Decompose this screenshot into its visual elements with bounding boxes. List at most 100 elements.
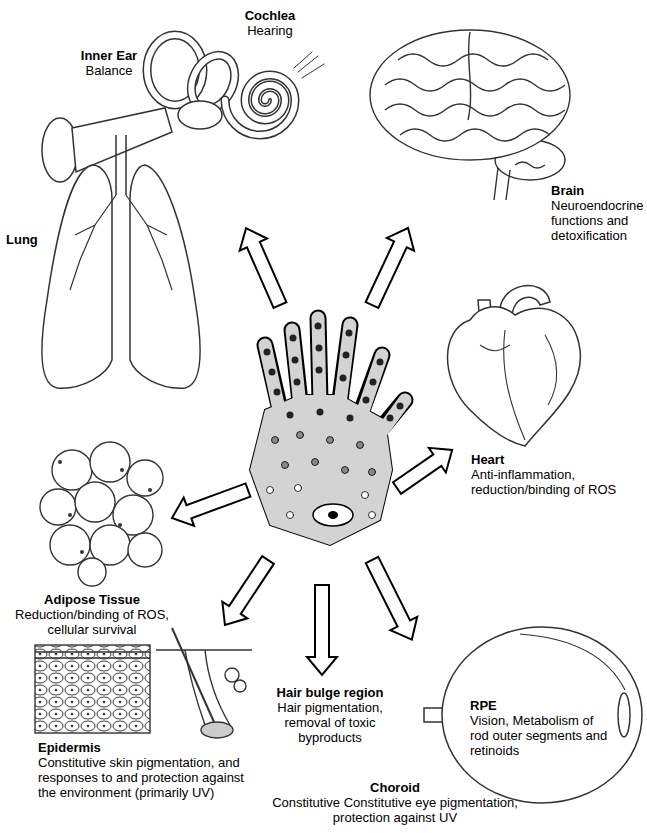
organ-name: Inner Ear <box>72 48 146 63</box>
organ-function: Reduction/binding of ROS, cellular survi… <box>14 607 170 637</box>
melanocyte-drawing <box>274 389 281 396</box>
organ-label: Adipose TissueReduction/binding of ROS, … <box>14 592 170 637</box>
brain-drawing <box>370 30 570 160</box>
heart-drawing <box>480 330 525 440</box>
melanocyte-drawing <box>269 369 276 376</box>
melanocyte-drawing <box>287 512 294 519</box>
organ-name: Epidermis <box>38 740 253 755</box>
melanocyte-drawing <box>369 469 376 476</box>
skin-drawing <box>156 649 252 650</box>
skin-drawing <box>35 652 150 658</box>
heart-drawing <box>448 286 581 446</box>
melanocyte-drawing <box>318 318 320 404</box>
brain-drawing <box>468 32 471 120</box>
melanocyte-drawing <box>297 432 304 439</box>
melanocyte-drawing <box>315 323 322 330</box>
melanocyte-drawing <box>370 379 377 386</box>
organ-function: Vision, Metabolism of rod outer segments… <box>470 713 608 758</box>
melanocyte-drawing <box>272 432 376 476</box>
skin-drawing <box>185 650 230 725</box>
melanocyte-drawing <box>272 437 279 444</box>
melanocyte-drawing <box>357 442 364 449</box>
organ-label: CochleaHearing <box>230 8 310 38</box>
adipose-drawing <box>118 523 122 527</box>
organ-label: Inner EarBalance <box>72 48 146 78</box>
skin-drawing <box>201 722 233 738</box>
brain-drawing <box>398 54 548 66</box>
melanocyte-drawing <box>340 375 347 382</box>
melanocyte-drawing <box>317 409 324 416</box>
organ-function: Balance <box>72 63 146 78</box>
melanocyte-drawing <box>328 511 338 519</box>
adipose-drawing <box>127 460 163 496</box>
melanocyte-drawing <box>397 403 404 410</box>
adipose-drawing <box>80 550 84 554</box>
adipose-drawing <box>148 488 152 492</box>
heart-drawing <box>448 307 581 446</box>
adipose-drawing <box>58 460 152 554</box>
melanocyte-drawing <box>342 467 349 474</box>
organ-function: Constitutive skin pigmentation, and resp… <box>38 755 253 800</box>
eye-drawing <box>618 693 630 737</box>
skin-drawing <box>35 628 252 738</box>
melanocyte-drawing <box>287 412 294 419</box>
brain-drawing <box>385 104 565 116</box>
ear-drawing <box>294 52 324 78</box>
organ-name: Brain <box>551 183 641 198</box>
organ-function: Anti-inflammation, reduction/binding of … <box>471 467 641 497</box>
organ-name: Cochlea <box>230 8 310 23</box>
lung-drawing <box>42 135 200 388</box>
brain-drawing <box>494 168 510 200</box>
melanocyte-drawing <box>377 359 384 366</box>
ear-drawing <box>225 75 295 135</box>
organ-function: Neuroendocrine functions and detoxificat… <box>551 198 641 243</box>
organ-label: EpidermisConstitutive skin pigmentation,… <box>38 740 253 800</box>
organ-name: Choroid <box>270 780 520 795</box>
lung-drawing <box>116 135 126 195</box>
block-arrow <box>307 585 337 675</box>
organ-label: HeartAnti-inflammation, reduction/bindin… <box>471 452 641 497</box>
adipose-drawing <box>78 558 106 586</box>
organ-label: RPEVision, Metabolism of rod outer segme… <box>470 698 608 758</box>
brain-drawing <box>385 79 565 91</box>
melanocyte-drawing <box>250 318 405 545</box>
organ-name: RPE <box>470 698 608 713</box>
melanocyte-drawing <box>340 325 350 404</box>
ear-drawing <box>178 101 222 129</box>
adipose-drawing <box>90 442 130 482</box>
adipose-drawing <box>68 513 72 517</box>
organ-function: Hair pigmentation, removal of toxic bypr… <box>258 700 402 745</box>
organ-name: Adipose Tissue <box>14 592 170 607</box>
skin-drawing <box>172 628 214 722</box>
adipose-drawing <box>40 442 163 586</box>
melanocyte-drawing <box>267 487 274 494</box>
melanocyte-drawing <box>316 345 323 352</box>
organ-label: Hair bulge regionHair pigmentation, remo… <box>258 685 402 745</box>
melanocyte-drawing <box>264 349 271 356</box>
adipose-drawing <box>75 482 115 522</box>
organ-name: Lung <box>6 232 46 247</box>
heart-drawing <box>545 335 557 405</box>
organ-function: Constitutive Constitutive eye pigmentati… <box>270 795 520 825</box>
brain-drawing <box>400 129 550 141</box>
adipose-drawing <box>58 460 62 464</box>
melanocyte-drawing <box>343 352 350 359</box>
adipose-drawing <box>40 489 76 525</box>
melanocyte-drawing <box>250 395 392 545</box>
block-arrow <box>359 553 426 646</box>
lung-drawing <box>42 165 112 388</box>
skin-drawing <box>234 680 246 692</box>
lung-drawing <box>130 165 200 388</box>
melanocyte-drawing <box>312 459 319 466</box>
organ-label: BrainNeuroendocrine functions and detoxi… <box>551 183 641 243</box>
skin-drawing <box>225 668 239 682</box>
melanocyte-drawing <box>346 330 353 337</box>
melanocyte-drawing <box>313 504 353 526</box>
block-arrow <box>212 552 280 634</box>
block-arrow <box>232 222 293 311</box>
melanocyte-drawing <box>290 335 297 342</box>
melanocyte-drawing <box>292 357 299 364</box>
adipose-drawing <box>50 525 90 565</box>
